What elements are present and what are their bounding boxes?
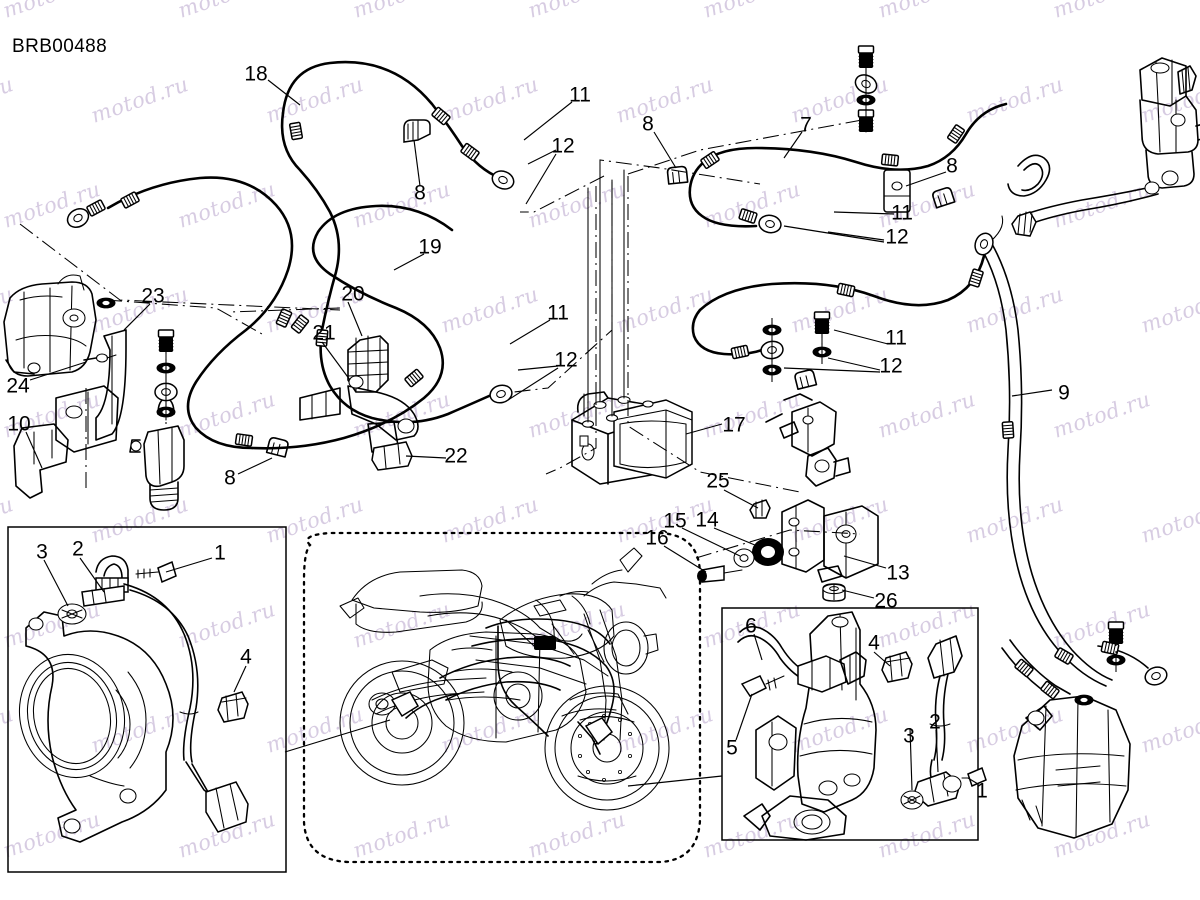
rear-sensor-detail (18, 555, 249, 843)
callout-10[interactable]: 10 (7, 412, 31, 436)
callout-3[interactable]: 3 (36, 540, 48, 564)
callout-11[interactable]: 11 (547, 301, 569, 325)
callout-2[interactable]: 2 (929, 710, 941, 734)
callout-7[interactable]: 7 (800, 113, 812, 137)
callout-3[interactable]: 3 (903, 724, 915, 748)
callout-leader-lines (25, 79, 1053, 791)
callout-5[interactable]: 5 (726, 736, 738, 760)
callout-1[interactable]: 1 (214, 541, 226, 565)
grommet-25 (749, 499, 771, 519)
abs-control-unit (571, 391, 693, 485)
page-title: BRB00488 (12, 36, 108, 57)
callout-8[interactable]: 8 (642, 112, 654, 136)
callout-19[interactable]: 19 (418, 235, 442, 259)
callout-26[interactable]: 26 (874, 589, 898, 613)
callout-6[interactable]: 6 (745, 614, 757, 638)
callout-8[interactable]: 8 (414, 181, 426, 205)
callout-2[interactable]: 2 (72, 537, 84, 561)
brake-hose-9 (979, 215, 1113, 687)
clamp-plate-8 (883, 169, 911, 213)
callout-14[interactable]: 14 (695, 508, 719, 532)
callout-18[interactable]: 18 (244, 62, 268, 86)
callout-22[interactable]: 22 (444, 444, 468, 468)
callout-4[interactable]: 4 (240, 645, 252, 669)
callout-24[interactable]: 24 (6, 374, 30, 398)
callout-20[interactable]: 20 (341, 282, 365, 306)
upper-bracket (765, 393, 851, 487)
callout-9[interactable]: 9 (1058, 381, 1070, 405)
front-master-cylinder (1011, 57, 1200, 237)
bracket-23 (95, 329, 127, 441)
callout-8[interactable]: 8 (946, 154, 958, 178)
cable-grommet-4 (217, 691, 249, 723)
callout-25[interactable]: 25 (706, 469, 730, 493)
front-brake-caliper (1001, 621, 1170, 839)
brake-hose-7 (688, 102, 1008, 228)
callout-13[interactable]: 13 (886, 561, 910, 585)
bracket-plate (55, 385, 119, 453)
bracket-10 (13, 423, 69, 499)
brake-hose-lower-right (691, 254, 986, 356)
rear-brake-caliper (3, 274, 97, 377)
callout-15[interactable]: 15 (663, 509, 687, 533)
abs-mounting-bracket-13 (781, 499, 879, 583)
rear-master-cylinder (129, 397, 185, 511)
callout-12[interactable]: 12 (554, 348, 578, 372)
cable-grommet-4b (881, 651, 913, 683)
sensor-mount-stack (697, 538, 784, 583)
callout-1[interactable]: 1 (976, 779, 988, 803)
assembly-axis-lines (19, 60, 1117, 672)
hose-elbow-fitting (403, 119, 431, 143)
callout-23[interactable]: 23 (141, 284, 165, 308)
callout-4[interactable]: 4 (868, 631, 880, 655)
callout-12[interactable]: 12 (885, 225, 909, 249)
callout-8[interactable]: 8 (224, 466, 236, 490)
brake-hose-19 (106, 176, 454, 450)
callout-12[interactable]: 12 (551, 134, 575, 158)
callout-12[interactable]: 12 (879, 354, 903, 378)
callout-21[interactable]: 21 (312, 321, 336, 345)
callout-11[interactable]: 11 (569, 83, 591, 107)
front-fork-sensor-detail (737, 611, 987, 841)
callout-11[interactable]: 11 (891, 201, 913, 225)
brake-pedal-assembly (299, 335, 419, 471)
callout-16[interactable]: 16 (645, 526, 669, 550)
motorcycle-illustration (339, 547, 670, 811)
callout-17[interactable]: 17 (722, 413, 746, 437)
callout-11[interactable]: 11 (885, 326, 907, 350)
